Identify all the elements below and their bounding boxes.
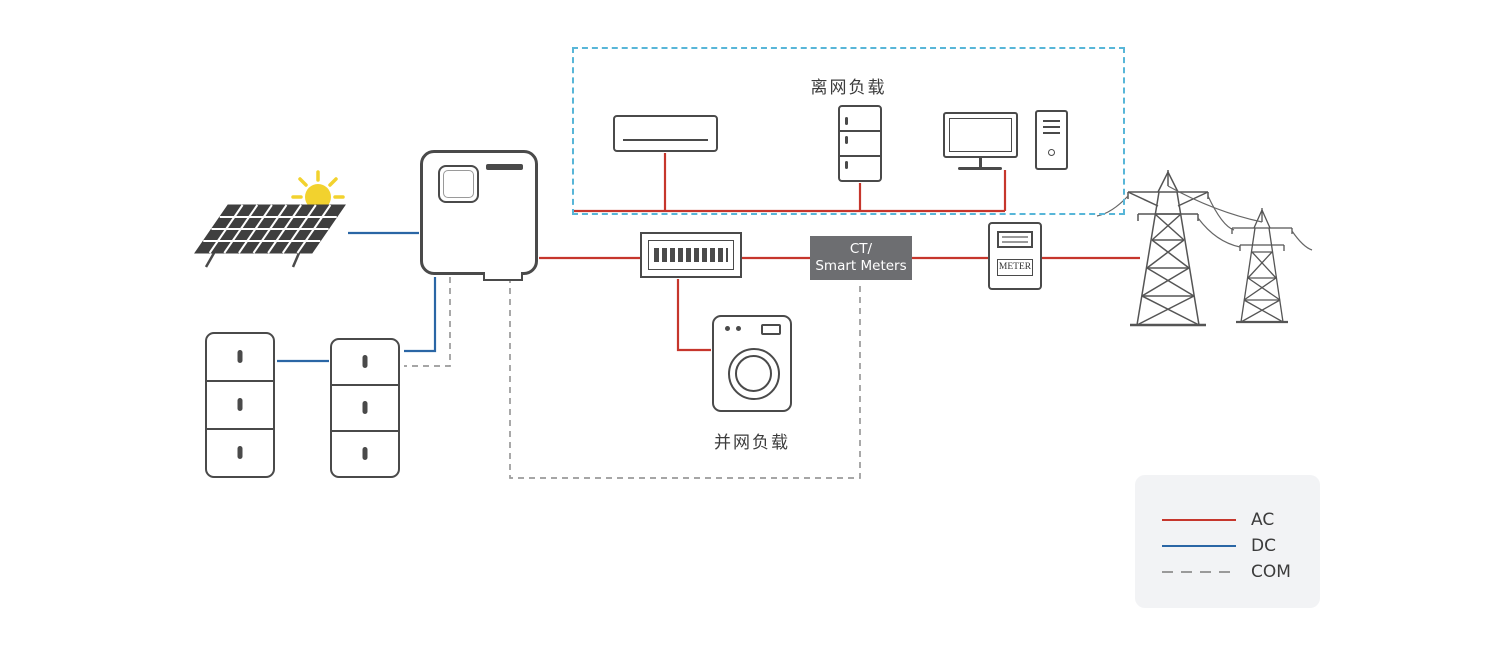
tower-power-button: [1048, 149, 1055, 156]
transmission-tower-large: [1127, 170, 1209, 327]
washer-knob: [736, 326, 741, 331]
ac-line-distribution-to-washer: [676, 279, 711, 352]
air-conditioner-vent-line: [623, 139, 708, 141]
battery-indicator: [237, 446, 243, 459]
tower-slot: [1043, 120, 1060, 122]
washing-machine-graphic: [712, 315, 792, 412]
inverter-display-inner: [443, 170, 474, 198]
breaker-strip: [654, 248, 728, 262]
distribution-box-inner: [648, 240, 734, 270]
air-conditioner-graphic: [613, 115, 718, 152]
ac-line-sample: [1162, 519, 1236, 521]
fridge-divider: [839, 155, 881, 157]
tower-slot: [1043, 126, 1060, 128]
monitor-stand-base: [958, 167, 1002, 170]
battery-indicator: [237, 398, 243, 411]
fridge-handle: [845, 161, 848, 169]
battery-divider: [331, 430, 399, 432]
com-wiring: [404, 277, 861, 479]
washer-knob: [725, 326, 730, 331]
distribution-box: [640, 232, 742, 278]
fridge-handle: [845, 136, 848, 144]
meter-display: [997, 231, 1033, 248]
ac-wiring: [539, 153, 1140, 352]
fridge-handle: [845, 117, 848, 125]
legend-row-com: COM: [1162, 559, 1320, 585]
battery-indicator: [362, 355, 368, 368]
offgrid-loads-zone: 离网负载: [572, 47, 1125, 215]
battery-stack-1: [205, 332, 275, 478]
meter-label: METER: [997, 259, 1033, 276]
com-line-inverter-to-ct: [509, 277, 861, 479]
energy-meter: METER: [988, 222, 1042, 290]
inverter-vent: [486, 164, 523, 170]
battery-divider: [331, 384, 399, 386]
dc-line-sample: [1162, 545, 1236, 547]
ct-box-line1: CT/: [849, 241, 873, 257]
fridge-divider: [839, 130, 881, 132]
washer-drum-inner: [735, 355, 772, 392]
washer-drum: [728, 348, 780, 400]
ct-box-line2: Smart Meters: [815, 257, 907, 274]
ct-smart-meters-box: CT/ Smart Meters: [810, 236, 912, 280]
inverter-display: [438, 165, 479, 203]
dc-wiring: [277, 231, 437, 363]
solar-panel-graphic: [194, 204, 346, 268]
battery-indicator: [362, 401, 368, 414]
computer-monitor: [943, 112, 1018, 158]
legend-row-dc: DC: [1162, 533, 1320, 559]
ongrid-loads-label: 并网负载: [714, 433, 790, 453]
battery-indicator: [362, 447, 368, 460]
legend: AC DC COM: [1135, 475, 1320, 608]
power-lines: [1096, 185, 1313, 251]
legend-label-ac: AC: [1251, 510, 1275, 530]
washer-panel: [761, 324, 781, 335]
com-line-sample: [1162, 570, 1236, 574]
battery-stack-2: [330, 338, 400, 478]
refrigerator-graphic: [838, 105, 882, 182]
legend-label-com: COM: [1251, 562, 1291, 582]
monitor-screen: [949, 118, 1012, 152]
monitor-stand-neck: [979, 158, 982, 167]
tower-slot: [1043, 132, 1060, 134]
com-line-inverter-to-battery: [404, 277, 451, 367]
legend-row-ac: AC: [1162, 507, 1320, 533]
legend-label-dc: DC: [1251, 536, 1276, 556]
offgrid-loads-label: 离网负载: [810, 78, 887, 98]
battery-divider: [206, 428, 274, 430]
computer-tower: [1035, 110, 1068, 170]
battery-divider: [206, 380, 274, 382]
battery-indicator: [237, 350, 243, 363]
transmission-tower-small: [1231, 208, 1293, 324]
dc-line-battery-to-inverter: [404, 277, 437, 353]
inverter: [420, 150, 538, 281]
inverter-foot: [483, 272, 523, 281]
